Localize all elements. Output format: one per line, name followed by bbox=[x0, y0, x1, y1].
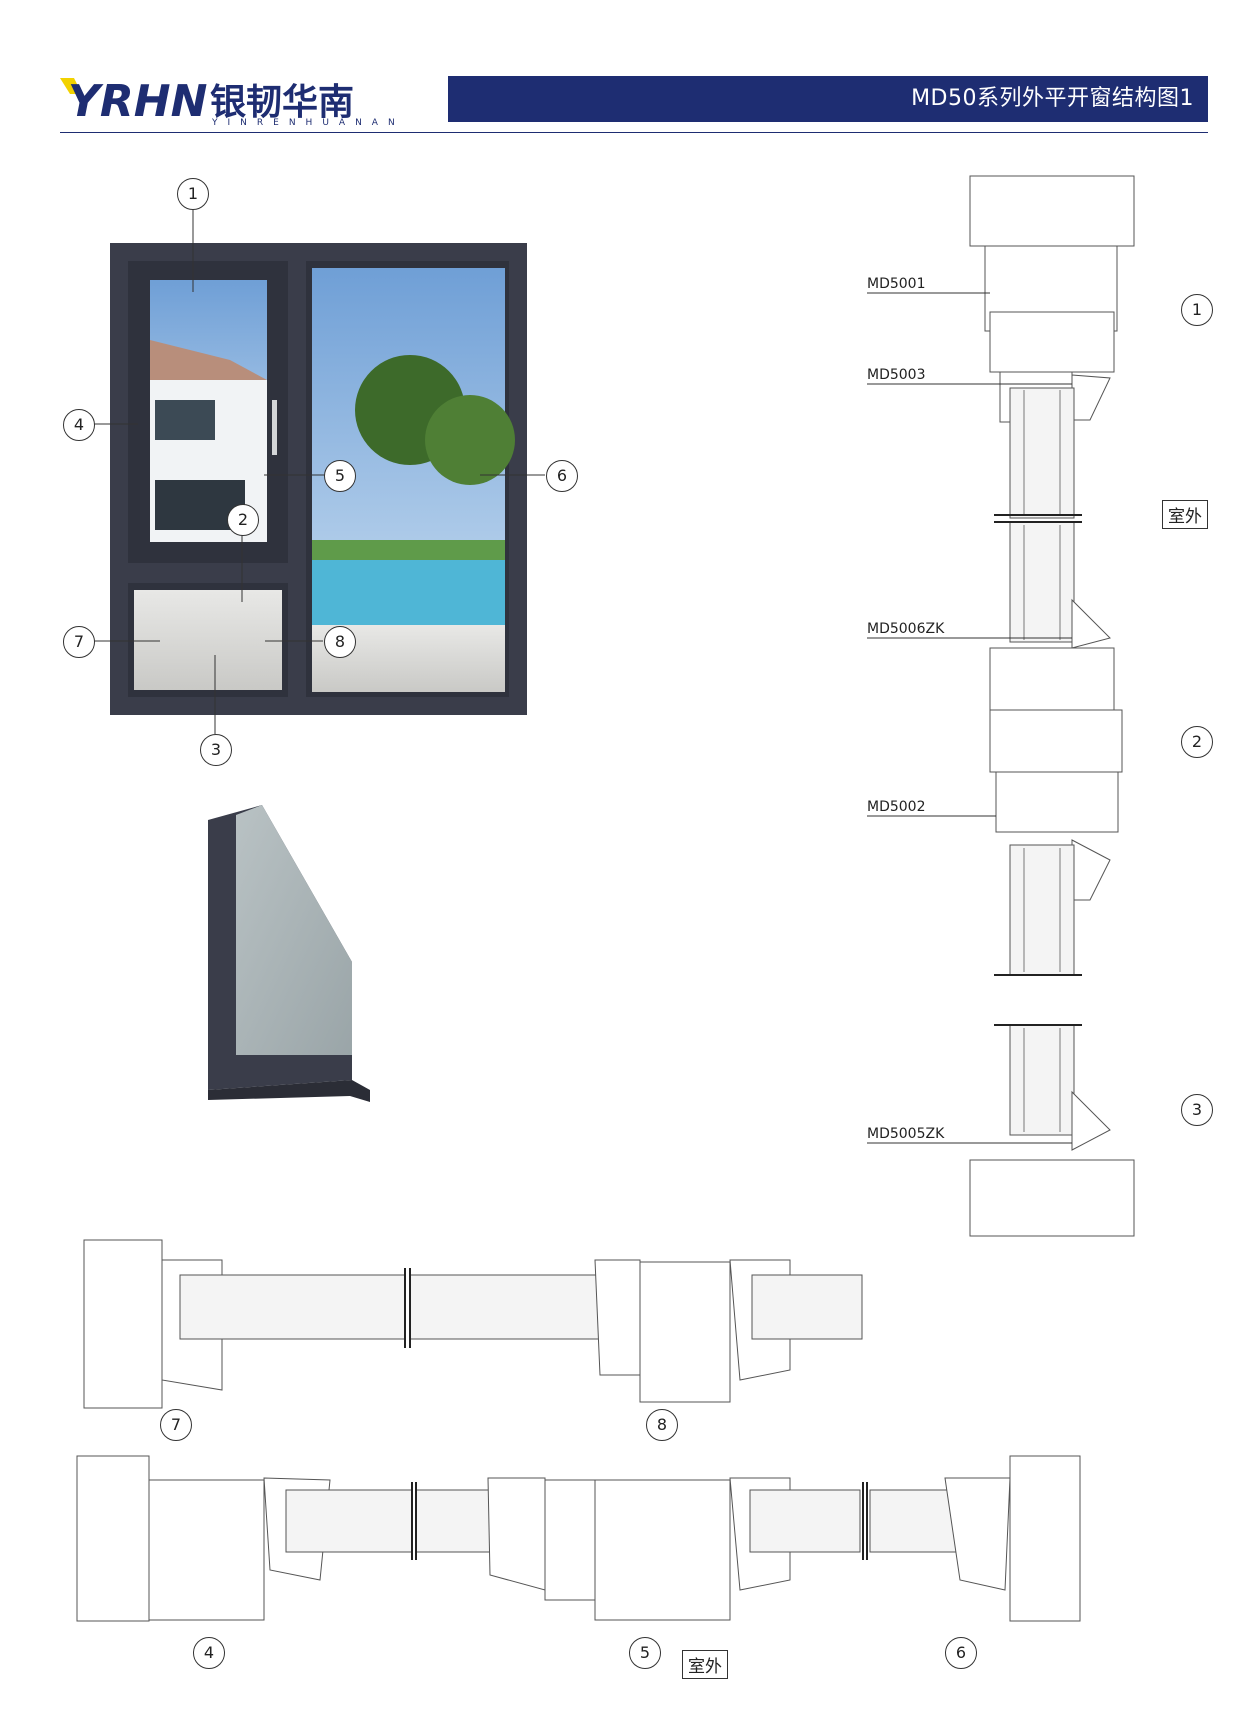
section-callout-5: 5 bbox=[629, 1637, 661, 1669]
callout-1: 1 bbox=[177, 178, 209, 210]
section-callout-6: 6 bbox=[945, 1637, 977, 1669]
svg-text:YRHN: YRHN bbox=[68, 76, 207, 126]
header-rule bbox=[60, 132, 1208, 133]
profile-label-md5006zk: MD5006ZK bbox=[867, 621, 945, 637]
profile-label-md5002: MD5002 bbox=[867, 799, 926, 815]
svg-text:YINRENHUANAN: YINRENHUANAN bbox=[211, 118, 405, 126]
page-title: MD50系列外平开窗结构图1 bbox=[911, 86, 1194, 111]
profile-label-md5005zk: MD5005ZK bbox=[867, 1126, 945, 1142]
callout-4: 4 bbox=[63, 409, 95, 441]
section-callout-4: 4 bbox=[193, 1637, 225, 1669]
exterior-tag-vertical: 室外 bbox=[1162, 500, 1208, 529]
title-bar: MD50系列外平开窗结构图1 bbox=[448, 76, 1208, 122]
callout-6: 6 bbox=[546, 460, 578, 492]
section-callout-2: 2 bbox=[1181, 726, 1213, 758]
profile-label-md5003: MD5003 bbox=[867, 367, 926, 383]
brand-logo: YRHN 银韧华南 YINRENHUANAN bbox=[60, 76, 405, 126]
callout-3: 3 bbox=[200, 734, 232, 766]
callout-7: 7 bbox=[63, 626, 95, 658]
profile-label-md5001: MD5001 bbox=[867, 276, 926, 292]
section-callout-8: 8 bbox=[646, 1409, 678, 1441]
exterior-tag-horizontal: 室外 bbox=[682, 1650, 728, 1679]
section-callout-1: 1 bbox=[1181, 294, 1213, 326]
section-callout-3: 3 bbox=[1181, 1094, 1213, 1126]
callout-8: 8 bbox=[324, 626, 356, 658]
svg-text:银韧华南: 银韧华南 bbox=[210, 82, 354, 123]
callout-2: 2 bbox=[227, 504, 259, 536]
section-callout-7: 7 bbox=[160, 1409, 192, 1441]
callout-5: 5 bbox=[324, 460, 356, 492]
